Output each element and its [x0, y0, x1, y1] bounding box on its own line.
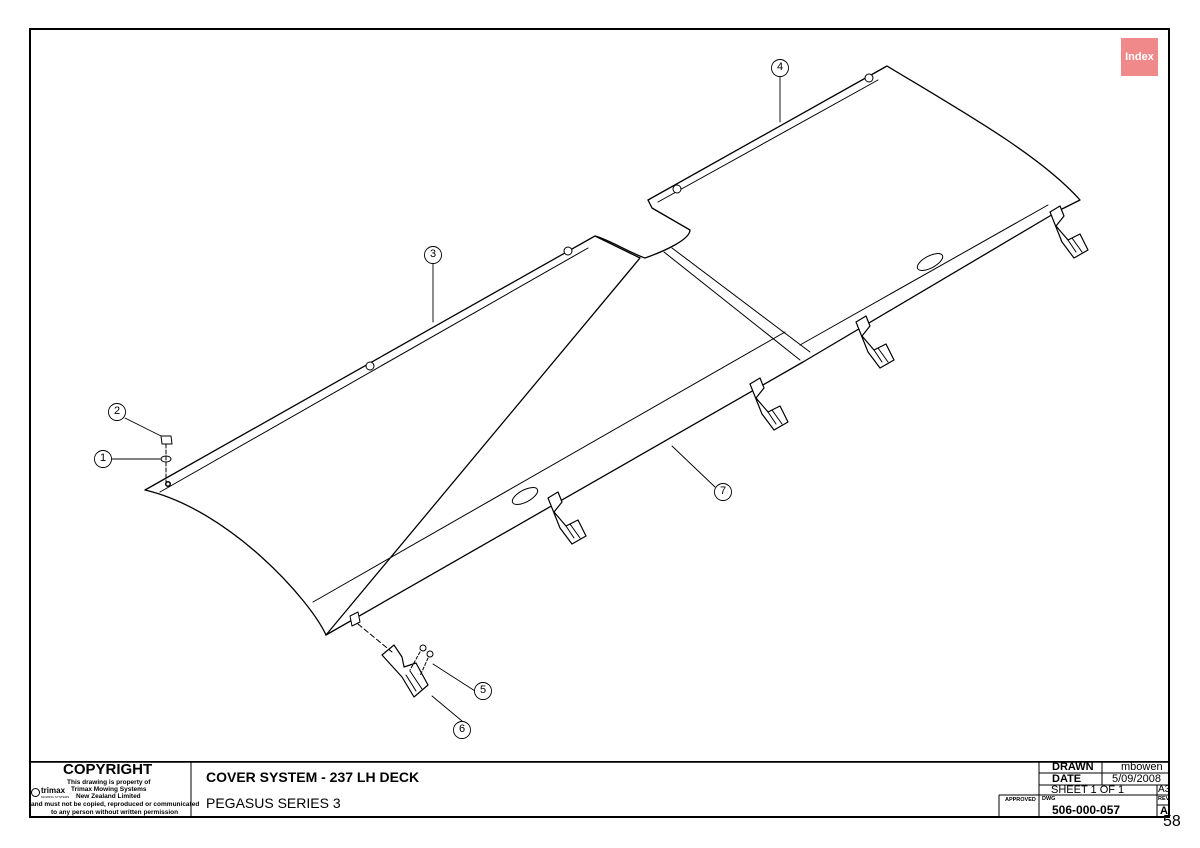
drawn-label: DRAWN [1052, 761, 1094, 773]
drawing-title: COVER SYSTEM - 237 LH DECK [206, 769, 420, 785]
panel-4-inner-front [799, 204, 1049, 346]
date-label: DATE [1052, 773, 1082, 785]
latch-4 [1049, 205, 1089, 259]
latch-3 [855, 315, 895, 369]
page-number: 58 [1163, 813, 1181, 830]
latch-2 [749, 377, 789, 431]
copyright-line: New Zealand Limited [76, 793, 141, 800]
logo-text: trimax [41, 786, 66, 795]
balloon-4: 4 [776, 61, 784, 73]
handle-hole-right [916, 253, 944, 271]
index-button[interactable]: Index [1121, 38, 1158, 76]
copyright-line: Trimax Mowing Systems [71, 786, 147, 793]
panel-step [594, 199, 691, 259]
cover-panel-3 [144, 235, 641, 636]
panel-3-inner-front [312, 331, 786, 603]
leaders [111, 76, 781, 722]
copyright-line: and must not be copied, reproduced or co… [31, 801, 200, 808]
date-value: 5/09/2008 [1112, 773, 1161, 785]
latch-exploded-bracket [349, 611, 361, 627]
sheet-size: A3 [1158, 784, 1171, 795]
balloon-7: 7 [719, 485, 727, 497]
rev-value: A [1160, 805, 1168, 817]
balloon-5: 5 [479, 684, 487, 696]
dwg-label: DWG [1042, 796, 1056, 802]
balloon-3: 3 [429, 248, 437, 260]
handle-hole-left [511, 487, 539, 505]
joint-strip [663, 247, 811, 361]
logo-sub: MOWING SYSTEMS [41, 795, 70, 799]
cover-panel-4 [647, 65, 1081, 363]
balloon-1: 1 [99, 452, 107, 464]
rim-nuts [165, 73, 874, 487]
latch-screws [419, 644, 434, 658]
latch-1 [547, 491, 587, 545]
balloon-2: 2 [113, 405, 121, 417]
explode-line-screws [409, 651, 429, 677]
panel-3-rim [159, 247, 589, 493]
drawing-subtitle: PEGASUS SERIES 3 [206, 795, 341, 811]
approved-label: APPROVED [1005, 797, 1036, 803]
copyright-title: COPYRIGHT [63, 761, 153, 778]
explode-line-latch [357, 623, 393, 653]
copyright-line: This drawing is property of [67, 779, 151, 786]
trimax-logo-icon [31, 788, 40, 797]
latch-exploded [381, 644, 429, 698]
balloon-6: 6 [458, 723, 466, 735]
drawn-value: mbowen [1121, 761, 1163, 773]
panel-4-rim [657, 79, 879, 203]
dwg-number: 506-000-057 [1052, 803, 1121, 817]
title-block: COPYRIGHT This drawing is property of Tr… [29, 761, 1170, 818]
rev-label: REV [1158, 796, 1170, 802]
copyright-line: to any person without written permission [51, 809, 179, 816]
balloons [94, 59, 789, 739]
sheet-info: SHEET 1 OF 1 [1051, 784, 1125, 796]
front-edge [325, 361, 804, 636]
